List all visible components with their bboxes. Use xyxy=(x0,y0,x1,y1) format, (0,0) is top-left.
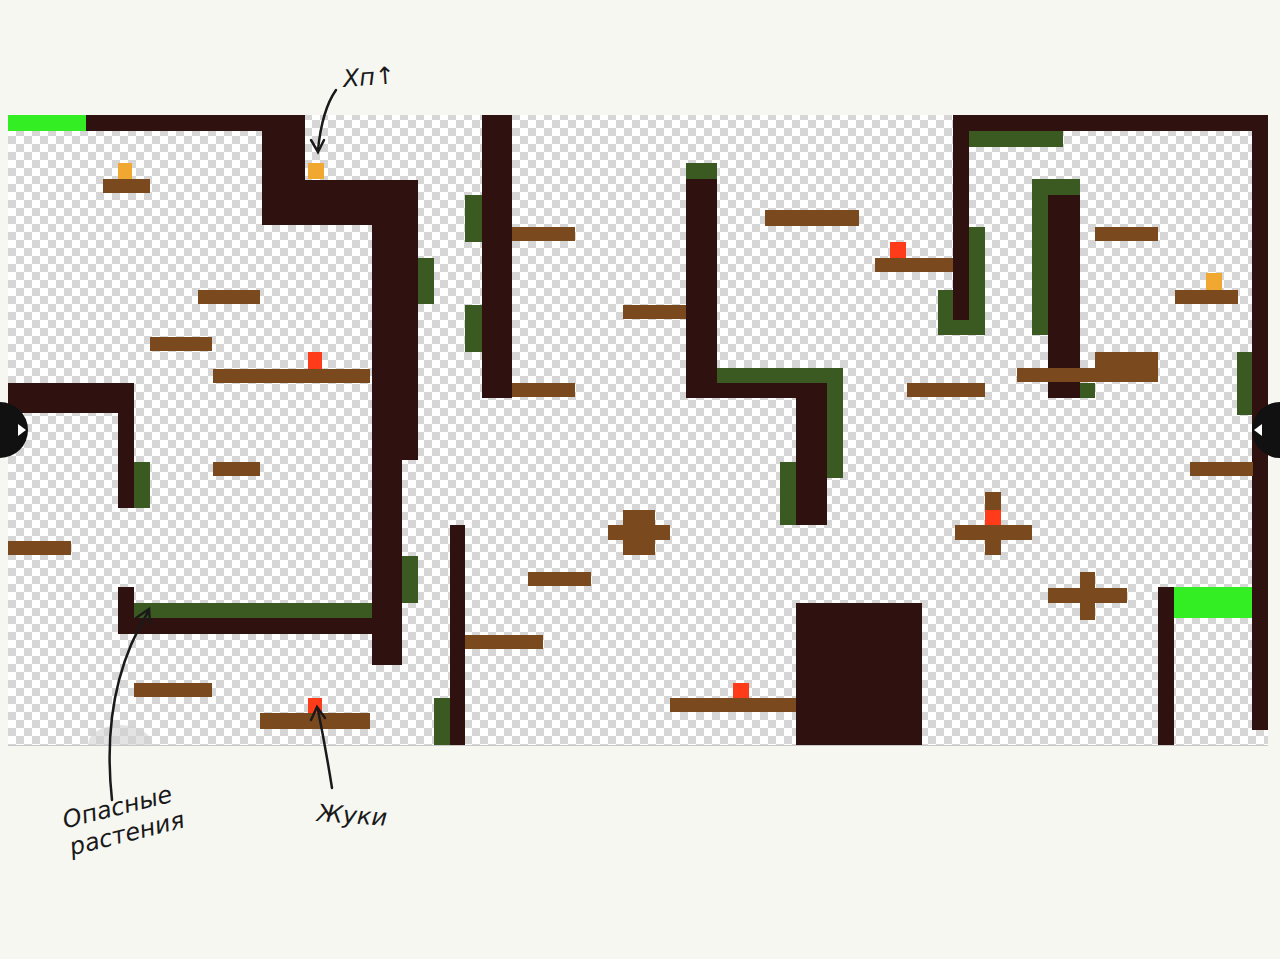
walls xyxy=(8,115,1268,745)
leader-lines xyxy=(110,90,336,800)
handwritten-note: Жуки xyxy=(316,800,428,835)
bugs xyxy=(308,242,1001,713)
exit-zones xyxy=(8,115,1252,618)
dangerous-plants xyxy=(134,131,1252,745)
transparent-ground xyxy=(8,115,1268,745)
platforms xyxy=(8,179,1253,729)
nav-arrows xyxy=(0,402,1280,745)
hp-pickups xyxy=(118,163,1222,290)
handwritten-note: Опасные растения xyxy=(60,762,258,862)
handwritten-note: Хп↑ xyxy=(342,60,424,93)
